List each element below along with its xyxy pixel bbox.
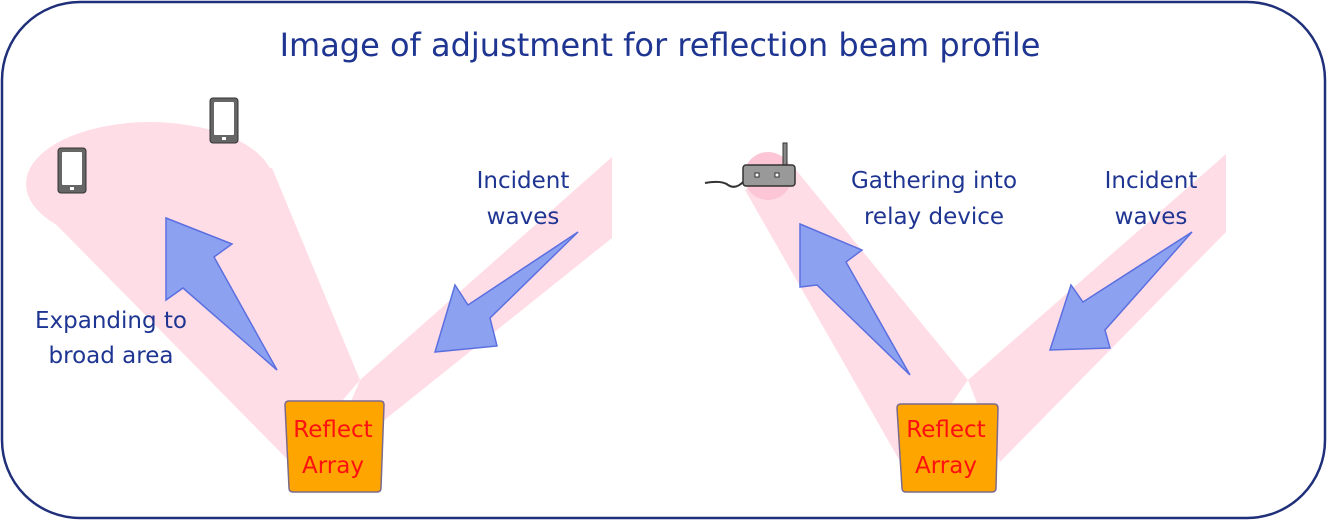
coverage-area xyxy=(26,122,274,246)
array-label-line2: Array xyxy=(302,453,364,479)
expanding-label-line1: Expanding to xyxy=(35,308,187,334)
array-label-line1: Reflect xyxy=(906,417,985,443)
gathering-label-line2: relay device xyxy=(864,204,1004,230)
incident-arrow-icon xyxy=(1048,231,1193,351)
router-icon xyxy=(704,142,796,188)
expanding-label-line2: broad area xyxy=(49,343,174,369)
left-panel: Reflect Array Incident waves Expanding t… xyxy=(26,97,612,493)
reflected-arrow-icon xyxy=(799,222,911,376)
array-label-line2: Array xyxy=(915,453,977,479)
gathering-label-line1: Gathering into xyxy=(851,168,1017,194)
reflect-array xyxy=(284,400,385,493)
incident-arrow-icon xyxy=(433,231,579,353)
incident-label-line1: Incident xyxy=(1105,168,1198,194)
reflect-array xyxy=(896,403,999,493)
incident-label-line1: Incident xyxy=(477,168,570,194)
array-label-line1: Reflect xyxy=(293,417,372,443)
incident-label-line2: waves xyxy=(1115,204,1188,230)
incident-label-line2: waves xyxy=(487,204,560,230)
right-panel: Reflect Array Gathering into relay devic… xyxy=(704,142,1226,493)
diagram-title: Image of adjustment for reflection beam … xyxy=(280,26,1041,64)
phone-icon xyxy=(57,147,87,194)
phone-icon xyxy=(209,97,239,144)
reflected-arrow-icon xyxy=(165,216,278,371)
